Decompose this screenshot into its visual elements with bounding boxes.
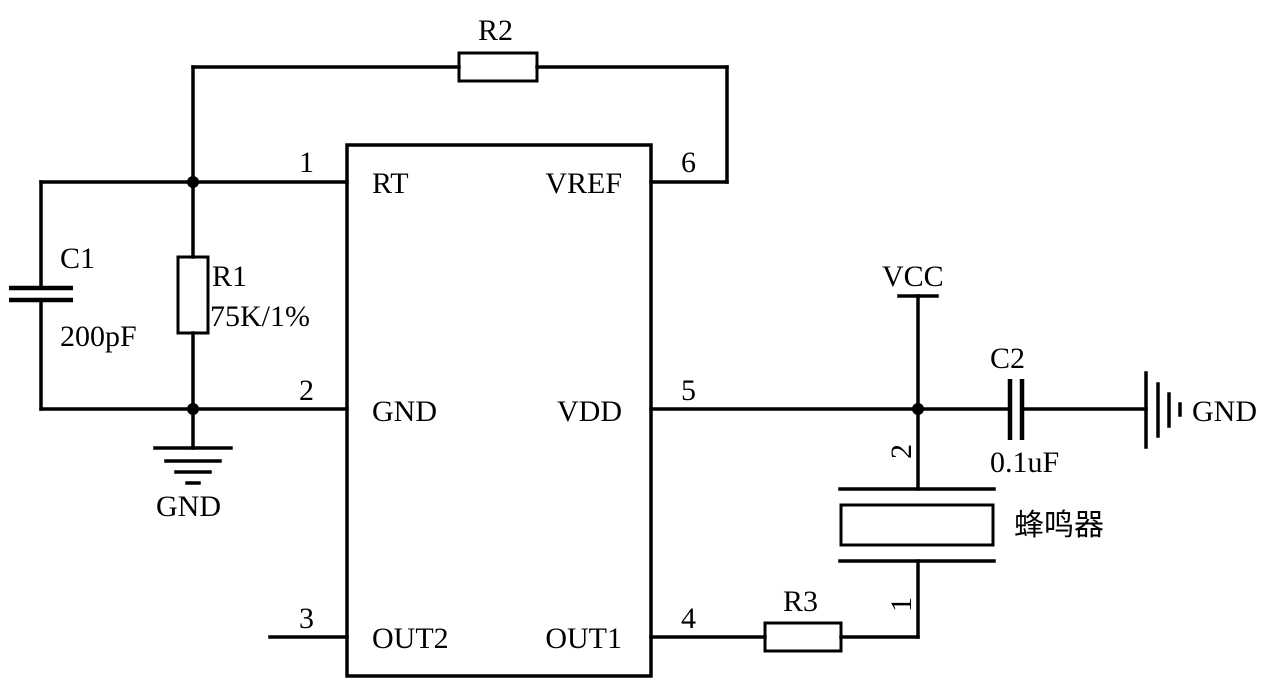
pin4-number: 4 bbox=[681, 602, 696, 635]
ground-symbol-right bbox=[1144, 371, 1182, 449]
pin4-name: OUT1 bbox=[545, 622, 622, 655]
pin6-number: 6 bbox=[681, 146, 696, 179]
ground-symbol-left bbox=[153, 446, 233, 485]
buzzer-pin1-number: 1 bbox=[885, 597, 918, 612]
pin3-number: 3 bbox=[299, 602, 314, 635]
wire-pin5-vdd bbox=[649, 294, 1148, 491]
capacitor-c2 bbox=[1007, 379, 1025, 440]
pin3-name: OUT2 bbox=[372, 622, 449, 655]
junction-pin2 bbox=[187, 403, 199, 415]
r1-ref: R1 bbox=[212, 260, 247, 293]
pin5-name: VDD bbox=[557, 395, 622, 428]
junction-vdd bbox=[912, 403, 924, 415]
pin2-number: 2 bbox=[299, 374, 314, 407]
pin1-number: 1 bbox=[299, 146, 314, 179]
r1-value: 75K/1% bbox=[210, 300, 310, 333]
c2-ref: C2 bbox=[990, 342, 1025, 375]
buzzer-pin2-number: 2 bbox=[885, 444, 918, 459]
gnd-left-label: GND bbox=[156, 490, 221, 523]
resistor-r2 bbox=[457, 51, 539, 83]
junction-pin1 bbox=[187, 176, 199, 188]
capacitor-c1 bbox=[9, 285, 73, 303]
r2-ref: R2 bbox=[478, 14, 513, 47]
wire-pin1-net bbox=[39, 65, 729, 184]
buzzer bbox=[838, 487, 996, 563]
wire-pin4-out1 bbox=[649, 559, 920, 639]
pin5-number: 5 bbox=[681, 374, 696, 407]
buzzer-label: 蜂鸣器 bbox=[1014, 508, 1104, 543]
pin2-name: GND bbox=[372, 395, 437, 428]
c2-value: 0.1uF bbox=[990, 446, 1059, 479]
r3-ref: R3 bbox=[783, 585, 818, 618]
pin1-name: RT bbox=[372, 167, 409, 200]
gnd-right-label: GND bbox=[1192, 395, 1257, 428]
resistor-r3 bbox=[763, 621, 843, 653]
c1-value: 200pF bbox=[60, 320, 137, 353]
c1-ref: C1 bbox=[60, 242, 95, 275]
resistor-r1 bbox=[176, 255, 210, 335]
pin6-name: VREF bbox=[545, 167, 622, 200]
vcc-label: VCC bbox=[882, 260, 944, 293]
